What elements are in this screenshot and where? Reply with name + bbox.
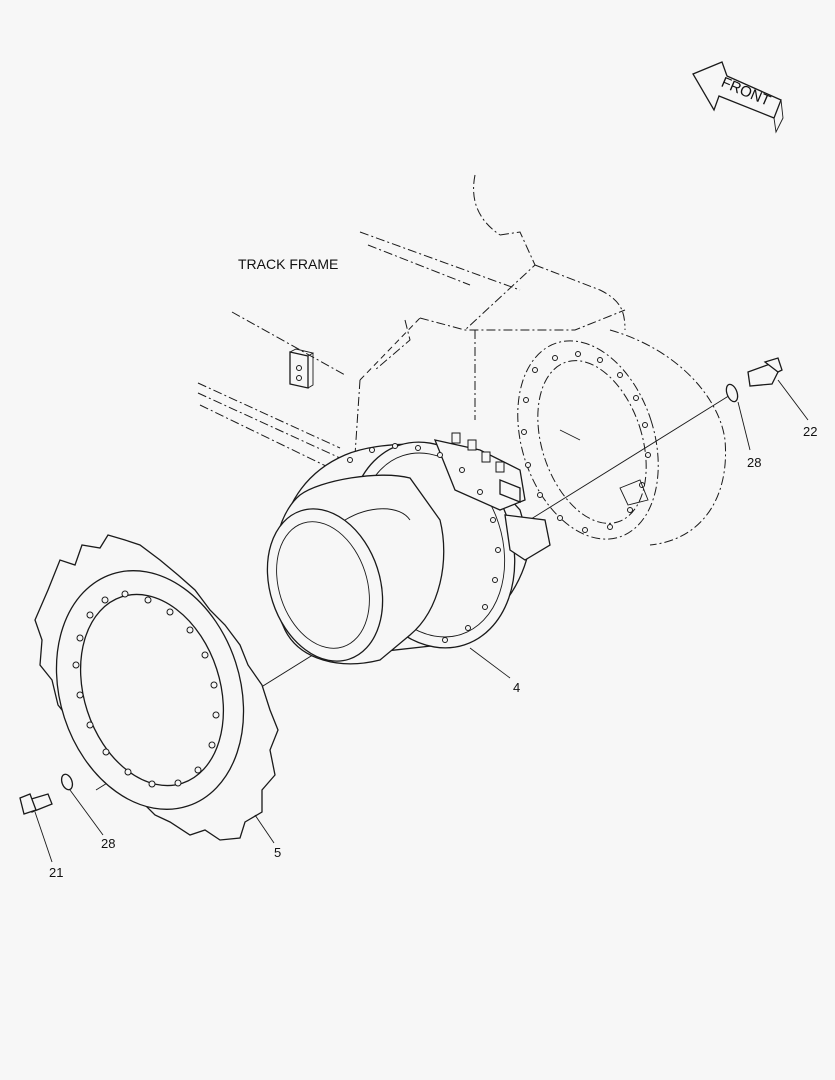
washer-28-right (725, 383, 739, 403)
callout-28-left: 28 (101, 836, 115, 851)
bolt-22 (747, 357, 783, 387)
leader-21 (34, 811, 53, 863)
leader-22 (777, 379, 809, 421)
washer-28-left (60, 773, 74, 791)
frame-mounting-ring (517, 340, 659, 540)
frame-bracket (289, 348, 315, 389)
callout-5: 5 (274, 845, 281, 860)
leader-28-left (69, 789, 104, 836)
front-arrow-icon: FRONT (692, 61, 784, 134)
motor-valve-block (433, 432, 551, 561)
travel-motor (266, 432, 551, 665)
leader-4 (469, 647, 511, 679)
track-frame-outline (197, 174, 727, 546)
front-label: FRONT (719, 74, 773, 110)
callout-28-right: 28 (747, 455, 761, 470)
callout-4: 4 (513, 680, 520, 695)
leader-5 (254, 814, 275, 844)
bolt-21 (19, 793, 53, 815)
drive-sprocket (34, 534, 279, 841)
callout-21: 21 (49, 865, 63, 880)
leader-28-right (737, 401, 751, 451)
callout-22: 22 (803, 424, 817, 439)
track-frame-label: TRACK FRAME (238, 256, 338, 272)
